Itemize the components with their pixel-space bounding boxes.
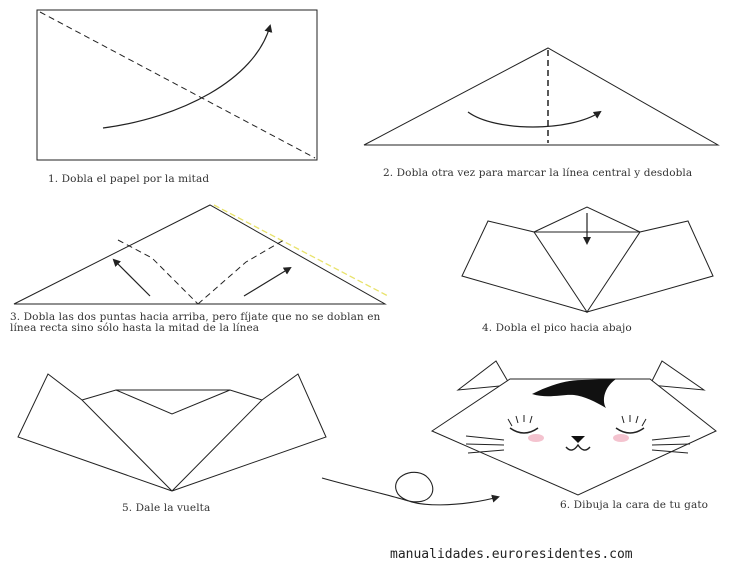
right-flap <box>172 374 326 491</box>
guide-line <box>214 205 388 296</box>
paper-triangle <box>14 205 385 304</box>
step-5-diagram <box>18 374 326 491</box>
step-5-caption: 5. Dale la vuelta <box>122 503 322 514</box>
left-flap <box>462 221 587 312</box>
cat-cheek-left <box>528 434 544 442</box>
left-fold-line <box>118 240 198 304</box>
turn-over-arrow <box>322 472 498 505</box>
diagonal-fold-line <box>40 12 315 158</box>
fold-arrow <box>468 112 600 127</box>
step-6-caption: 6. Dibuja la cara de tu gato <box>560 500 720 511</box>
step-4-diagram <box>462 207 713 312</box>
notch <box>116 390 230 414</box>
left-flap <box>18 374 172 491</box>
right-flap <box>587 221 713 312</box>
step-1-diagram <box>37 10 317 160</box>
step-1-caption: 1. Dobla el papel por la mitad <box>48 174 348 185</box>
step-6-diagram <box>432 361 716 495</box>
step-3-diagram <box>14 205 388 304</box>
fold-arrow-left <box>114 260 150 296</box>
step-2-caption: 2. Dobla otra vez para marcar la línea c… <box>383 168 713 179</box>
paper-triangle <box>364 48 718 145</box>
inner-edge <box>82 390 262 400</box>
fold-arrow <box>103 26 270 128</box>
step-2-diagram <box>364 48 718 145</box>
fold-arrow-right <box>244 268 290 296</box>
step-3-caption: 3. Dobla las dos puntas hacia arriba, pe… <box>10 312 395 334</box>
cat-cheek-right <box>613 434 629 442</box>
right-fold-line <box>198 240 284 304</box>
step-4-caption: 4. Dobla el pico hacia abajo <box>482 323 722 334</box>
website-credit: manualidades.euroresidentes.com <box>390 547 633 562</box>
